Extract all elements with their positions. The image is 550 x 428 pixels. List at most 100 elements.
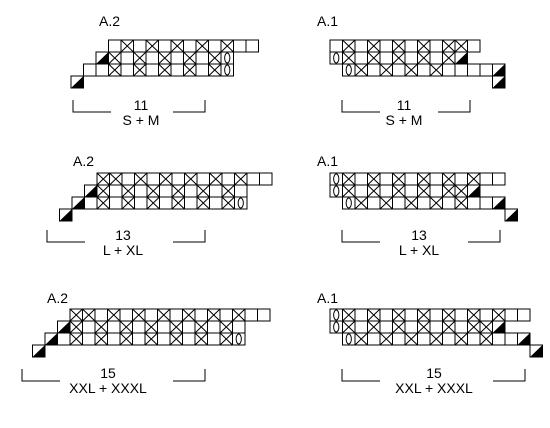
stitch-cell — [157, 320, 171, 334]
cross-stitch-mark — [429, 63, 443, 77]
decrease-triangle — [45, 333, 58, 345]
chart-a1-size-l-xl: A.1 13 L + XL — [317, 153, 518, 258]
stitch-cell — [257, 308, 271, 322]
stitch-cell — [467, 196, 481, 210]
cross-stitch-mark — [121, 196, 135, 210]
cross-stitch-mark — [454, 196, 468, 210]
decrease-triangle — [96, 52, 109, 64]
stitch-cell — [207, 320, 221, 334]
stitch-cell — [442, 196, 456, 210]
cross-stitch-mark — [367, 308, 381, 322]
cross-stitch-mark — [183, 51, 197, 65]
stitch-cell — [220, 51, 234, 65]
chart-a2-size-s-m: A.2 11 S + M — [70, 13, 259, 128]
decrease-triangle — [84, 185, 97, 197]
size-bracket-left — [341, 100, 380, 113]
cross-stitch-mark — [82, 308, 96, 322]
cross-stitch-mark — [121, 184, 135, 198]
cross-stitch-mark — [342, 39, 356, 53]
stitch-cell — [367, 63, 381, 77]
cross-stitch-mark — [159, 172, 173, 186]
stitch-cell — [209, 184, 223, 198]
stitch-cell — [342, 63, 356, 77]
decrease-triangle — [72, 197, 85, 209]
stitch-cell — [479, 196, 493, 210]
size-names: S + M — [123, 112, 160, 128]
stitch-cell — [195, 63, 209, 77]
stitch-cell — [379, 308, 393, 322]
chart-label: A.2 — [99, 13, 120, 29]
cross-stitch-mark — [158, 51, 172, 65]
stitch-cell — [184, 184, 198, 198]
stitch-cell — [479, 63, 493, 77]
size-count: 15 — [426, 365, 442, 381]
chart-label: A.1 — [317, 153, 338, 169]
cross-stitch-mark — [119, 332, 133, 346]
stitch-cell — [329, 184, 343, 198]
cross-stitch-mark — [219, 320, 233, 334]
stitch-cell — [354, 320, 368, 334]
cross-stitch-mark — [169, 332, 183, 346]
cross-stitch-mark — [454, 332, 468, 346]
stitch-cell — [392, 63, 406, 77]
cross-stitch-mark — [417, 39, 431, 53]
yarn-over-mark — [333, 321, 340, 333]
cross-stitch-mark — [467, 320, 481, 334]
stitch-cell — [342, 332, 356, 346]
cross-stitch-mark — [442, 172, 456, 186]
cross-stitch-mark — [146, 184, 160, 198]
stitch-cell — [84, 196, 98, 210]
cross-stitch-mark — [442, 39, 456, 53]
stitch-cell — [479, 172, 493, 186]
stitch-cell — [467, 63, 481, 77]
stitch-cell — [379, 172, 393, 186]
yarn-over-mark — [345, 333, 352, 345]
stitch-cell — [454, 308, 468, 322]
stitch-cell — [233, 39, 247, 53]
cross-stitch-mark — [170, 39, 184, 53]
size-names: L + XL — [399, 242, 440, 258]
cross-stitch-mark — [69, 332, 83, 346]
cross-stitch-mark — [467, 308, 481, 322]
stitch-cell — [429, 320, 443, 334]
cross-stitch-mark — [171, 184, 185, 198]
size-count: 11 — [134, 97, 149, 113]
cross-stitch-mark — [109, 172, 123, 186]
cross-stitch-mark — [342, 308, 356, 322]
size-bracket-right — [173, 230, 206, 243]
stitch-cell — [504, 332, 518, 346]
decrease-triangle — [59, 209, 72, 221]
stitch-cell — [109, 184, 123, 198]
stitch-grid — [59, 172, 273, 222]
size-bracket-right — [173, 369, 206, 382]
size-bracket-right — [493, 369, 526, 382]
cross-stitch-mark — [108, 51, 122, 65]
cross-stitch-mark — [367, 184, 381, 198]
cross-stitch-mark — [392, 172, 406, 186]
stitch-cell — [132, 332, 146, 346]
cross-stitch-mark — [392, 320, 406, 334]
cross-stitch-mark — [144, 320, 158, 334]
size-names: XXL + XXXL — [69, 380, 147, 396]
stitch-cell — [120, 63, 134, 77]
cross-stitch-mark — [196, 196, 210, 210]
decrease-triangle — [492, 321, 505, 333]
cross-stitch-mark — [207, 308, 221, 322]
stitch-cell — [209, 196, 223, 210]
cross-stitch-mark — [342, 172, 356, 186]
stitch-cell — [354, 308, 368, 322]
cross-stitch-mark — [107, 308, 121, 322]
size-bracket-left — [21, 369, 60, 382]
size-names: S + M — [386, 112, 423, 128]
cross-stitch-mark — [69, 320, 83, 334]
cross-stitch-mark — [442, 184, 456, 198]
size-bracket-right — [438, 100, 471, 113]
stitch-cell — [57, 332, 71, 346]
size-bracket-right — [173, 100, 206, 113]
cross-stitch-mark — [392, 51, 406, 65]
stitch-grid — [32, 308, 271, 358]
stitch-cell — [354, 51, 368, 65]
stitch-cell — [329, 308, 343, 322]
cross-stitch-mark — [208, 51, 222, 65]
stitch-cell — [392, 196, 406, 210]
